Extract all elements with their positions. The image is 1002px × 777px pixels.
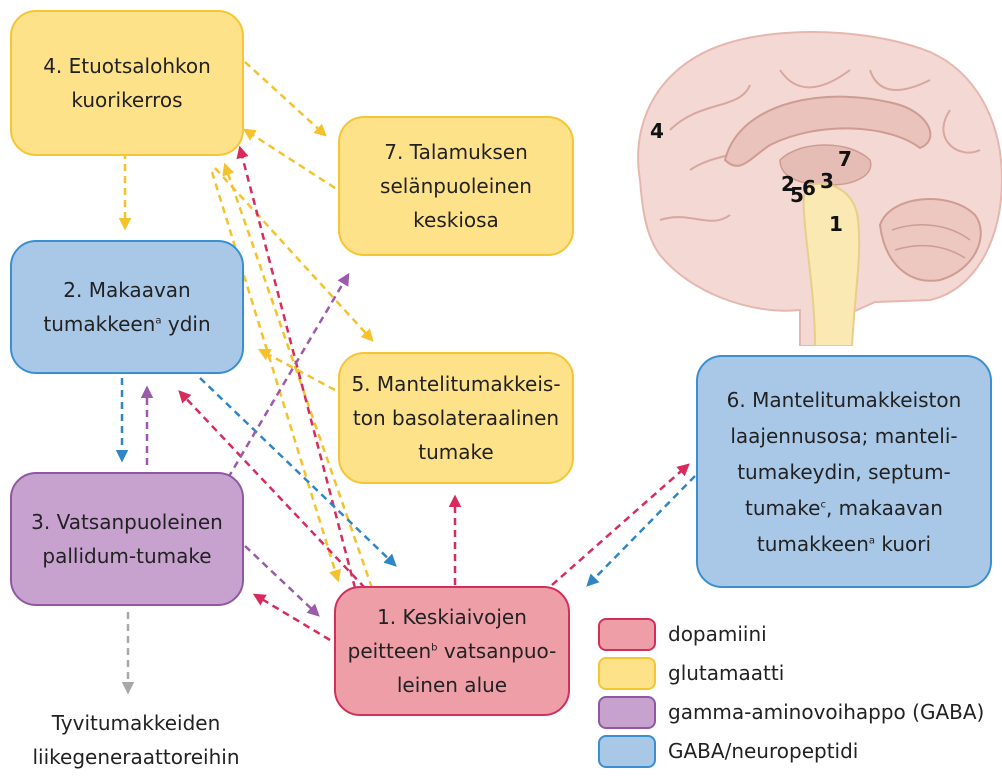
box-5-line-2: ton basolateraalinen: [351, 401, 560, 435]
box-6-line-3: tumakeydin, septum-: [727, 454, 962, 490]
legend-label-neuropeptide: GABA/neuropeptidi: [668, 739, 858, 763]
box-1-text-a: peitteen: [348, 639, 432, 663]
box-extended-amygdala: 6. Mantelitumakkeiston laajennusosa; man…: [696, 355, 992, 588]
box-basolateral-amygdala: 5. Mantelitumakkeis- ton basolateraaline…: [338, 352, 574, 484]
box-4-line-2: kuorikerros: [43, 83, 211, 117]
legend-label-dopamine: dopamiini: [668, 622, 767, 646]
basal-ganglia-output-label: Tyvitumakkeiden liikegeneraattoreihin: [26, 706, 246, 774]
output-label-line-1: Tyvitumakkeiden: [26, 706, 246, 740]
box-2-line-1: 2. Makaavan: [43, 273, 210, 307]
box-prefrontal-cortex: 4. Etuotsalohkon kuorikerros: [10, 10, 244, 156]
arrow-extended-amygdala-to-vta: [588, 476, 695, 585]
box-5-line-3: tumake: [351, 435, 560, 469]
box-6-text-4b: , makaavan: [826, 496, 943, 520]
arrow-pfc-to-thalamus: [245, 62, 325, 135]
brain-label-3: 3: [820, 169, 834, 193]
box-2-text-b: ydin: [162, 312, 211, 336]
box-1-line-3: leinen alue: [348, 668, 557, 702]
legend-label-glutamate: glutamaatti: [668, 661, 784, 685]
box-6-line-5: tumakkeena kuori: [727, 526, 962, 562]
box-5-line-1: 5. Mantelitumakkeis-: [351, 367, 560, 401]
box-1-text-b: vatsanpuo-: [438, 639, 557, 663]
box-4-line-1: 4. Etuotsalohkon: [43, 49, 211, 83]
box-ventral-tegmental-area: 1. Keskiaivojen peitteenb vatsanpuo- lei…: [334, 586, 570, 716]
arrow-thalamus-to-pfc: [245, 130, 335, 188]
box-ventral-pallidum: 3. Vatsanpuoleinen pallidum-tumake: [10, 472, 244, 606]
box-2-text-a: tumakkeen: [43, 312, 155, 336]
legend-swatch-gaba: [598, 696, 656, 729]
box-1-line-1: 1. Keskiaivojen: [348, 600, 557, 634]
box-6-text-5a: tumakkeen: [757, 532, 869, 556]
box-6-text-5b: kuori: [875, 532, 931, 556]
box-6-line-2: laajennusosa; manteli-: [727, 418, 962, 454]
box-3-line-1: 3. Vatsanpuoleinen: [31, 505, 223, 539]
box-nucleus-accumbens-core: 2. Makaavan tumakkeena ydin: [10, 240, 244, 374]
box-6-line-1: 6. Mantelitumakkeiston: [727, 382, 962, 418]
box-7-line-2: selänpuoleinen: [380, 169, 532, 203]
arrow-pallidum-to-vta: [245, 546, 318, 615]
brain-label-6: 6: [802, 176, 816, 200]
box-6-text-4a: tumake: [745, 496, 820, 520]
arrow-pallidum-to-thalamus: [228, 275, 348, 478]
legend-label-gaba: gamma-aminovoihappo (GABA): [668, 700, 984, 724]
box-7-line-3: keskiosa: [380, 203, 532, 237]
output-label-line-2: liikegeneraattoreihin: [26, 740, 246, 774]
box-2-line-2: tumakkeena ydin: [43, 307, 210, 341]
brain-sagittal-illustration: 4 7 2 5 6 3 1: [630, 30, 1002, 346]
arrow-vta-to-extended-amygdala: [552, 465, 688, 585]
box-3-line-2: pallidum-tumake: [31, 539, 223, 573]
legend-swatch-neuropeptide: [598, 735, 656, 768]
box-7-line-1: 7. Talamuksen: [380, 135, 532, 169]
arrow-vta-to-pallidum: [255, 595, 330, 640]
legend-swatch-dopamine: [598, 618, 656, 651]
box-6-line-4: tumakec, makaavan: [727, 490, 962, 526]
box-mediodorsal-thalamus: 7. Talamuksen selänpuoleinen keskiosa: [338, 116, 574, 256]
brain-label-7: 7: [838, 147, 852, 171]
box-1-line-2: peitteenb vatsanpuo-: [348, 634, 557, 668]
brain-label-1: 1: [829, 212, 843, 236]
brain-label-4: 4: [650, 119, 664, 143]
legend-swatch-glutamate: [598, 657, 656, 690]
